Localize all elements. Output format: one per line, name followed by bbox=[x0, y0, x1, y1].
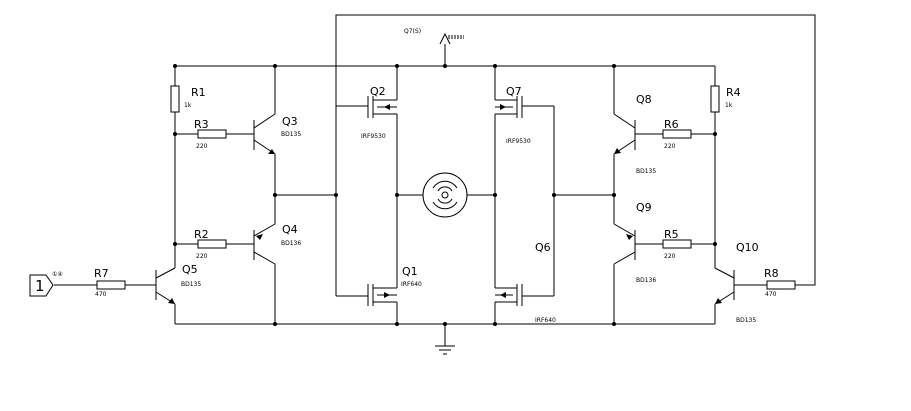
r5-name: R5 bbox=[664, 228, 679, 241]
q3-part: BD135 bbox=[281, 131, 301, 138]
q6-part: IRF640 bbox=[535, 317, 556, 324]
transistor-q9 bbox=[612, 195, 636, 326]
q10-part: BD135 bbox=[736, 317, 756, 324]
q7-part: IRF9530 bbox=[506, 138, 531, 145]
input-label: 1 bbox=[35, 277, 45, 295]
input-terminal: 1 ①④ bbox=[29, 271, 63, 297]
r1-name: R1 bbox=[191, 86, 206, 99]
q10-name: Q10 bbox=[736, 241, 759, 254]
q7-name: Q7 bbox=[506, 85, 522, 98]
transistor-q4 bbox=[253, 193, 277, 326]
q4-name: Q4 bbox=[282, 223, 298, 236]
q3-name: Q3 bbox=[282, 115, 298, 128]
transistor-q1 bbox=[367, 193, 399, 326]
transistor-q2 bbox=[367, 64, 399, 195]
r5-value: 220 bbox=[664, 253, 676, 260]
q5-part: BD135 bbox=[181, 281, 201, 288]
resistor-r7 bbox=[96, 280, 126, 290]
resistor-r2 bbox=[197, 239, 227, 249]
resistor-r8 bbox=[766, 280, 796, 290]
r8-value: 470 bbox=[765, 291, 777, 298]
ground-symbol bbox=[435, 345, 455, 355]
supply-terminal: Q7(S) bbox=[404, 28, 464, 45]
transistor-q7 bbox=[493, 64, 523, 195]
motor bbox=[422, 172, 468, 218]
q4-part: BD136 bbox=[281, 240, 301, 247]
r1-value: 1k bbox=[184, 102, 192, 109]
r3-value: 220 bbox=[196, 143, 208, 150]
r6-name: R6 bbox=[664, 118, 679, 131]
q2-part: IRF9530 bbox=[361, 133, 386, 140]
r2-name: R2 bbox=[194, 228, 209, 241]
transistor-q6 bbox=[493, 195, 523, 326]
q2-name: Q2 bbox=[370, 85, 386, 98]
transistor-q10 bbox=[614, 267, 735, 325]
r6-value: 220 bbox=[664, 143, 676, 150]
input-tag: ①④ bbox=[52, 271, 63, 278]
q5-name: Q5 bbox=[182, 263, 198, 276]
supply-rail bbox=[175, 44, 715, 68]
r4-name: R4 bbox=[726, 86, 741, 99]
q8-part: BD135 bbox=[636, 168, 656, 175]
transistor-q8 bbox=[612, 64, 636, 195]
resistor-r6 bbox=[662, 129, 692, 139]
transistor-q3 bbox=[253, 64, 277, 195]
resistor-r4 bbox=[710, 85, 720, 113]
q9-name: Q9 bbox=[636, 201, 652, 214]
q1-part: IRF640 bbox=[401, 281, 422, 288]
r7-value: 470 bbox=[95, 291, 107, 298]
q8-name: Q8 bbox=[636, 93, 652, 106]
q6-name: Q6 bbox=[535, 241, 551, 254]
q9-part: BD136 bbox=[636, 277, 656, 284]
r3-name: R3 bbox=[194, 118, 209, 131]
q1-name: Q1 bbox=[402, 265, 418, 278]
r7-name: R7 bbox=[94, 267, 109, 280]
r4-value: 1k bbox=[725, 102, 733, 109]
resistor-r1 bbox=[170, 85, 180, 113]
supply-label: Q7(S) bbox=[404, 28, 421, 35]
transistor-q5 bbox=[155, 267, 275, 325]
resistor-r3 bbox=[197, 129, 227, 139]
resistor-r5 bbox=[662, 239, 692, 249]
ground-rail bbox=[175, 322, 715, 346]
r2-value: 220 bbox=[196, 253, 208, 260]
r8-name: R8 bbox=[764, 267, 779, 280]
